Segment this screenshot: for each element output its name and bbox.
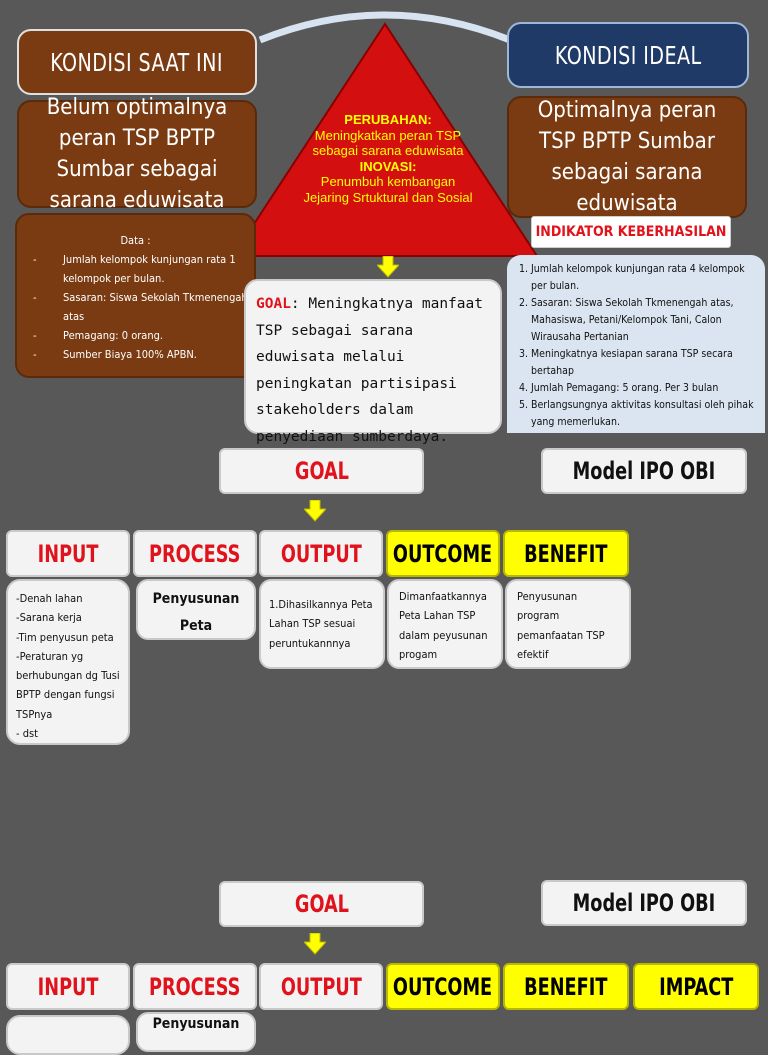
header-benefit-1: BENEFIT <box>503 530 629 577</box>
input-cell-1: -Denah lahan -Sarana kerja -Tim penyusun… <box>6 579 130 745</box>
arrow-down-icon <box>377 256 399 278</box>
output-cell-1: 1.Dihasilkannya Peta Lahan TSP sesuai pe… <box>259 579 385 669</box>
benefit-cell-1: Penyusunan program pemanfaatan TSP efekt… <box>505 579 631 669</box>
indikator-item: Sasaran: Siswa Sekolah Tkmenengah atas, … <box>531 295 759 346</box>
indikator-list: Jumlah kelompok kunjungan rata 4 kelompo… <box>513 261 759 431</box>
header-output-2: OUTPUT <box>259 963 383 1010</box>
indikator-title: INDIKATOR KEBERHASILAN <box>535 224 727 240</box>
indikator-item: Berlangsungnya aktivitas konsultasi oleh… <box>531 397 759 431</box>
model-title-box-1: Model IPO OBI <box>541 448 747 494</box>
model-title-1: Model IPO OBI <box>572 457 716 485</box>
triangle-text: PERUBAHAN: Meningkatkan peran TSP sebaga… <box>300 112 476 205</box>
kondisi-ideal-box: KONDISI IDEAL <box>507 22 749 88</box>
header-input-2: INPUT <box>6 963 130 1010</box>
goal-button-2: GOAL <box>219 881 424 927</box>
perubahan-label: PERUBAHAN: <box>344 112 432 127</box>
arc-connector <box>258 11 512 44</box>
header-label: OUTPUT <box>280 539 362 568</box>
data-title: Data : <box>120 234 151 247</box>
goal-title-2: GOAL <box>294 890 349 918</box>
goal-button-1: GOAL <box>219 448 424 494</box>
arrow-down-icon <box>304 500 326 522</box>
inovasi-text: Penumbuh kembangan Jejaring Srtuktural d… <box>303 174 473 205</box>
goal-text: : Meningkatnya manfaat TSP sebagai saran… <box>256 296 483 445</box>
outcome-cell-1: Dimanfaatkannya Peta Lahan TSP dalam pey… <box>387 579 503 669</box>
header-label: INPUT <box>37 539 99 568</box>
header-label: IMPACT <box>658 972 734 1001</box>
header-label: OUTCOME <box>393 972 493 1001</box>
header-process-2: PROCESS <box>133 963 257 1010</box>
header-label: BENEFIT <box>524 972 608 1001</box>
header-outcome-1: OUTCOME <box>386 530 500 577</box>
process-cell-1: Penyusunan Peta <box>136 579 256 640</box>
header-input-1: INPUT <box>6 530 130 577</box>
indikator-item: Meningkatnya kesiapan sarana TSP secara … <box>531 346 759 380</box>
indikator-box: Jumlah kelompok kunjungan rata 4 kelompo… <box>507 255 765 433</box>
indikator-item: Jumlah kelompok kunjungan rata 4 kelompo… <box>531 261 759 295</box>
inovasi-label: INOVASI: <box>359 158 417 174</box>
data-item: Pemagang: 0 orang. <box>23 326 248 345</box>
current-condition-text: Belum optimalnya peran TSP BPTP Sumbar s… <box>46 95 228 213</box>
model-title-box-2: Model IPO OBI <box>541 880 747 926</box>
goal-statement-box: GOAL: Meningkatnya manfaat TSP sebagai s… <box>244 279 502 445</box>
kondisi-saat-ini-label: KONDISI SAAT INI <box>50 47 224 77</box>
data-item: Jumlah kelompok kunjungan rata 1 kelompo… <box>23 250 248 288</box>
indikator-title-box: INDIKATOR KEBERHASILAN <box>531 216 731 248</box>
goal-title-1: GOAL <box>294 457 349 485</box>
process-cell-2: Penyusunan <box>136 1012 256 1052</box>
header-label: INPUT <box>37 972 99 1001</box>
model-title-2: Model IPO OBI <box>572 889 716 917</box>
header-label: OUTCOME <box>393 539 493 568</box>
data-item: Sasaran: Siswa Sekolah Tkmenengah atas <box>23 288 248 326</box>
header-label: BENEFIT <box>524 539 608 568</box>
header-benefit-2: BENEFIT <box>503 963 629 1010</box>
current-condition-box: Belum optimalnya peran TSP BPTP Sumbar s… <box>17 95 257 213</box>
header-output-1: OUTPUT <box>259 530 383 577</box>
kondisi-ideal-label: KONDISI IDEAL <box>554 40 702 70</box>
header-outcome-2: OUTCOME <box>386 963 500 1010</box>
header-process-1: PROCESS <box>133 530 257 577</box>
header-label: OUTPUT <box>280 972 362 1001</box>
data-box: Data : Jumlah kelompok kunjungan rata 1 … <box>15 213 256 378</box>
indikator-item: Jumlah Pemagang: 5 orang. Per 3 bulan <box>531 380 759 397</box>
goal-label: GOAL <box>256 296 291 312</box>
header-label: PROCESS <box>149 539 241 568</box>
data-item: Sumber Biaya 100% APBN. <box>23 345 248 364</box>
ideal-condition-text: Optimalnya peran TSP BPTP Sumbar sebagai… <box>537 98 717 216</box>
ideal-condition-box: Optimalnya peran TSP BPTP Sumbar sebagai… <box>507 96 747 218</box>
header-impact-2: IMPACT <box>633 963 759 1010</box>
perubahan-text: Meningkatkan peran TSP sebagai sarana ed… <box>312 127 464 159</box>
kondisi-saat-ini-box: KONDISI SAAT INI <box>17 29 257 95</box>
arrow-down-icon <box>304 933 326 955</box>
input-cell-2 <box>6 1015 130 1055</box>
header-label: PROCESS <box>149 972 241 1001</box>
data-list: Jumlah kelompok kunjungan rata 1 kelompo… <box>23 250 248 364</box>
